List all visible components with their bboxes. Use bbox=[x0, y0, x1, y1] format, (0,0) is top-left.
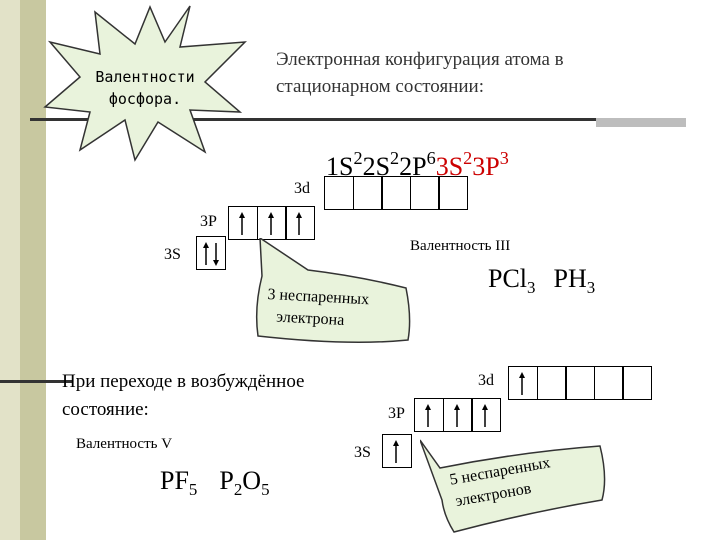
starburst-badge bbox=[43, 5, 247, 162]
orbital-cell bbox=[228, 206, 258, 240]
orbital-cell bbox=[324, 176, 354, 210]
ground-3p-label: 3P bbox=[200, 213, 217, 230]
callout-1-text: 3 неспаренных электрона bbox=[267, 285, 370, 330]
excited-3d-label: 3d bbox=[478, 372, 494, 389]
ground-3s-label: 3S bbox=[164, 246, 181, 263]
heading-line1: Электронная конфигурация атома в bbox=[276, 49, 564, 70]
spin-up-arrow-icon bbox=[482, 404, 488, 427]
orbital-cell bbox=[414, 398, 444, 432]
callout-bubble-1 bbox=[255, 238, 411, 343]
excited-3d-cells bbox=[508, 366, 652, 400]
orbital-cell bbox=[285, 206, 315, 240]
orbital-cell bbox=[256, 206, 287, 240]
spin-up-arrow-icon bbox=[393, 440, 399, 463]
orbital-cell bbox=[438, 176, 468, 210]
orbital-cell bbox=[622, 366, 652, 400]
spin-pair-arrows-icon bbox=[203, 242, 219, 266]
page-heading: Электронная конфигурация атома в стацион… bbox=[276, 46, 564, 100]
orbital-cell bbox=[536, 366, 567, 400]
orbital-cell bbox=[381, 176, 411, 210]
ground-3s-cells bbox=[196, 236, 226, 270]
spin-up-arrow-icon bbox=[267, 212, 274, 235]
orbital-cell bbox=[565, 366, 595, 400]
callout-bubble-2 bbox=[420, 439, 606, 533]
badge-text: Валентности фосфора. bbox=[78, 66, 212, 110]
orbital-cell bbox=[471, 398, 501, 432]
excited-3s-label: 3S bbox=[354, 444, 371, 461]
excited-3p-label: 3P bbox=[388, 405, 405, 422]
badge-line1: Валентности bbox=[95, 68, 195, 86]
orbital-cell bbox=[409, 176, 440, 210]
top-divider bbox=[30, 118, 596, 121]
spin-up-arrow-icon bbox=[453, 404, 460, 427]
orbital-cell bbox=[508, 366, 538, 400]
spin-up-arrow-icon bbox=[425, 404, 431, 427]
orbital-cell bbox=[593, 366, 624, 400]
mid-divider bbox=[0, 380, 72, 383]
valence-five-label: Валентность V bbox=[76, 436, 173, 452]
orbital-cell bbox=[196, 236, 226, 270]
excited-state-text: При переходе в возбуждённое состояние: bbox=[62, 371, 305, 420]
orbital-cell bbox=[442, 398, 473, 432]
left-sidebar bbox=[0, 0, 20, 540]
excited-3p-cells bbox=[414, 398, 501, 432]
badge-line2: фосфора. bbox=[108, 90, 182, 108]
excited-3s-cells bbox=[382, 434, 412, 468]
ground-3d-label: 3d bbox=[294, 180, 310, 197]
valence-three-label: Валентность III bbox=[410, 238, 511, 254]
left-sidebar-bar bbox=[20, 0, 46, 540]
ground-3p-cells bbox=[228, 206, 315, 240]
spin-up-arrow-icon bbox=[239, 212, 245, 235]
ground-3d-cells bbox=[324, 176, 468, 210]
spin-up-arrow-icon bbox=[296, 212, 302, 235]
orbital-cell bbox=[352, 176, 383, 210]
spin-up-arrow-icon bbox=[519, 372, 525, 395]
orbital-cell bbox=[382, 434, 412, 468]
top-divider-accent bbox=[596, 118, 686, 127]
heading-line2: стационарном состоянии: bbox=[276, 76, 484, 97]
